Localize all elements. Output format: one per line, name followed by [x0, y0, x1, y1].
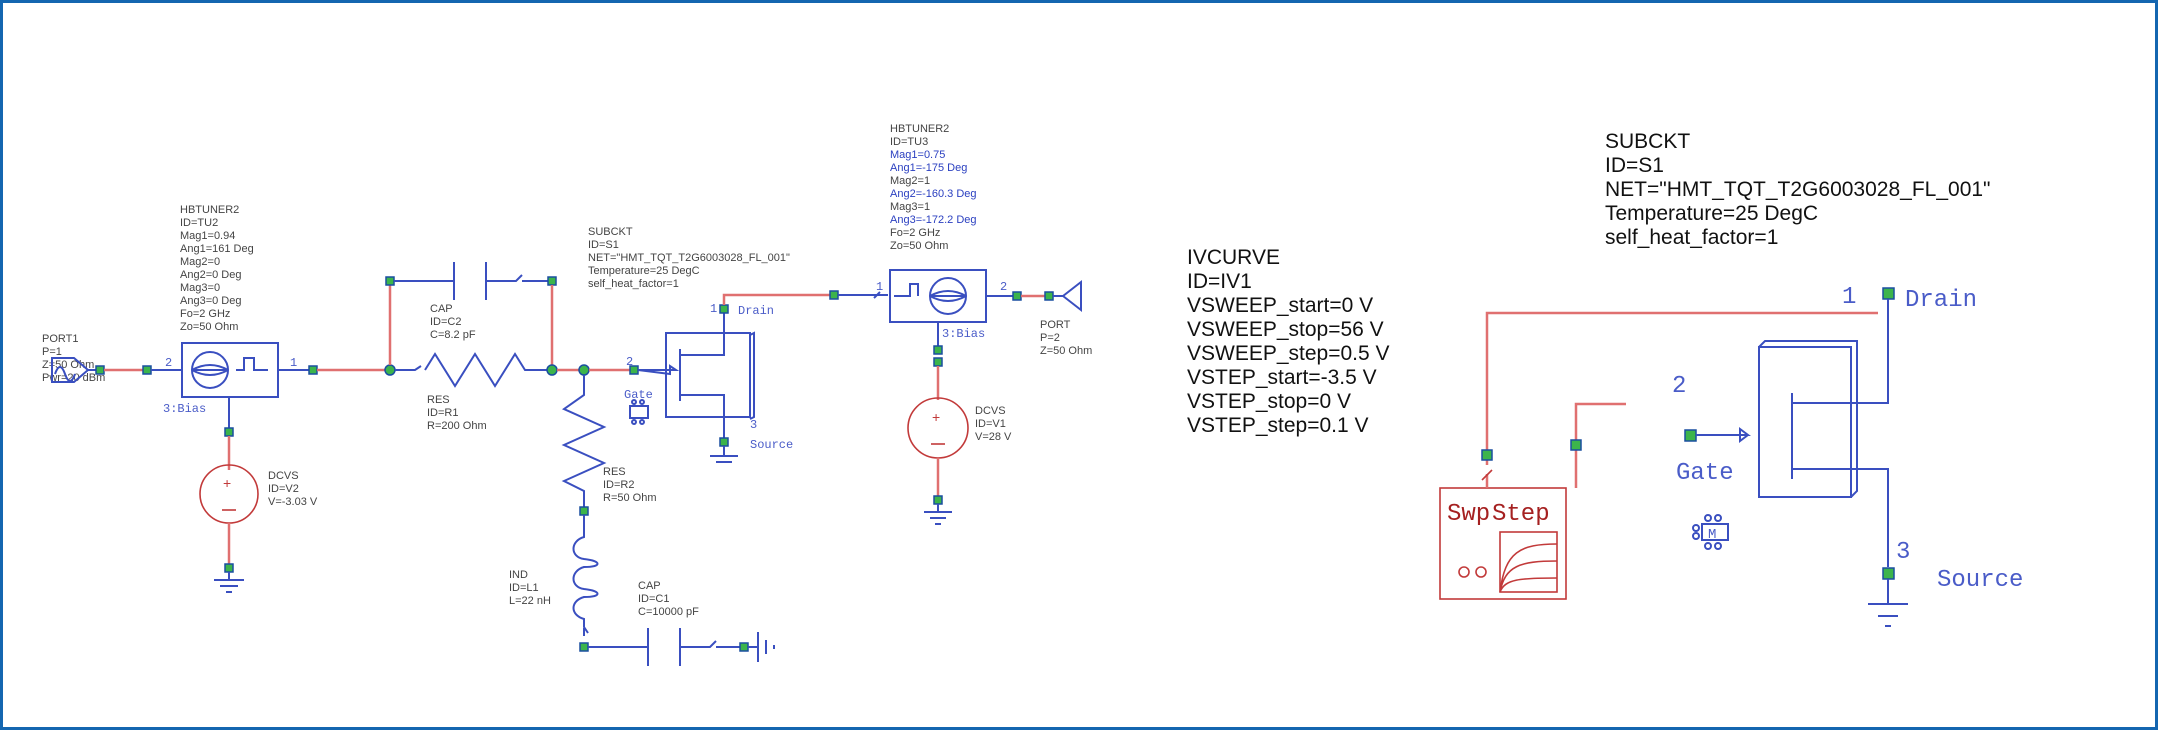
node [224, 427, 234, 437]
ac-source-icon [51, 357, 90, 383]
node [308, 365, 318, 375]
ivcurve-box [1439, 487, 1567, 600]
model-icon: M [1692, 514, 1729, 550]
svg-text:1: 1 [876, 280, 883, 294]
model-icon [629, 399, 649, 425]
dc-voltage-source-icon [199, 464, 259, 524]
svg-text:Drain: Drain [1905, 287, 1977, 314]
svg-text:3: 3 [750, 418, 757, 432]
ground-icon [1868, 579, 1908, 627]
svg-text:Step: Step [1492, 501, 1550, 528]
node [142, 365, 152, 375]
svg-text:1: 1 [710, 302, 717, 316]
wire-drain [1485, 311, 1878, 488]
svg-text:2: 2 [1672, 373, 1686, 400]
fet-right[interactable]: 1 Drain 2 Gate M 3 Source [1672, 284, 2023, 627]
svg-text:1: 1 [1842, 284, 1856, 311]
iv-curve-icon [1499, 531, 1558, 593]
port-icon [1053, 279, 1082, 313]
svg-text:3:Bias: 3:Bias [163, 402, 206, 416]
svg-text:Gate: Gate [1676, 460, 1734, 487]
svg-text:2: 2 [626, 355, 633, 369]
fet-box [665, 332, 751, 418]
terminal-icon [1475, 566, 1487, 578]
svg-text:3:Bias: 3:Bias [942, 327, 985, 341]
svg-text:Gate: Gate [624, 388, 653, 402]
junction [578, 364, 590, 376]
fet-box [1758, 346, 1852, 498]
svg-text:2: 2 [165, 356, 172, 370]
svg-text:2: 2 [1000, 280, 1007, 294]
svg-text:1: 1 [290, 356, 297, 370]
node [95, 365, 105, 375]
junction [384, 364, 396, 376]
svg-text:Swp: Swp [1447, 501, 1490, 528]
wire-gate [1574, 402, 1626, 488]
svg-text:Source: Source [1937, 567, 2023, 594]
dc-voltage-source-icon [907, 397, 969, 459]
svg-text:M: M [1708, 527, 1716, 543]
terminal-icon [1458, 566, 1470, 578]
svg-text:3: 3 [1896, 539, 1910, 566]
svg-text:+: + [223, 475, 231, 491]
svg-text:+: + [932, 409, 940, 425]
ground-icon [710, 446, 738, 463]
node [224, 563, 234, 573]
junction [546, 364, 558, 376]
svg-text:Drain: Drain [738, 304, 774, 318]
sine-wave-icon [54, 366, 76, 382]
ground-icon [214, 572, 244, 593]
svg-text:Source: Source [750, 438, 793, 452]
ground-icon [924, 504, 952, 525]
ground-icon [748, 632, 775, 662]
